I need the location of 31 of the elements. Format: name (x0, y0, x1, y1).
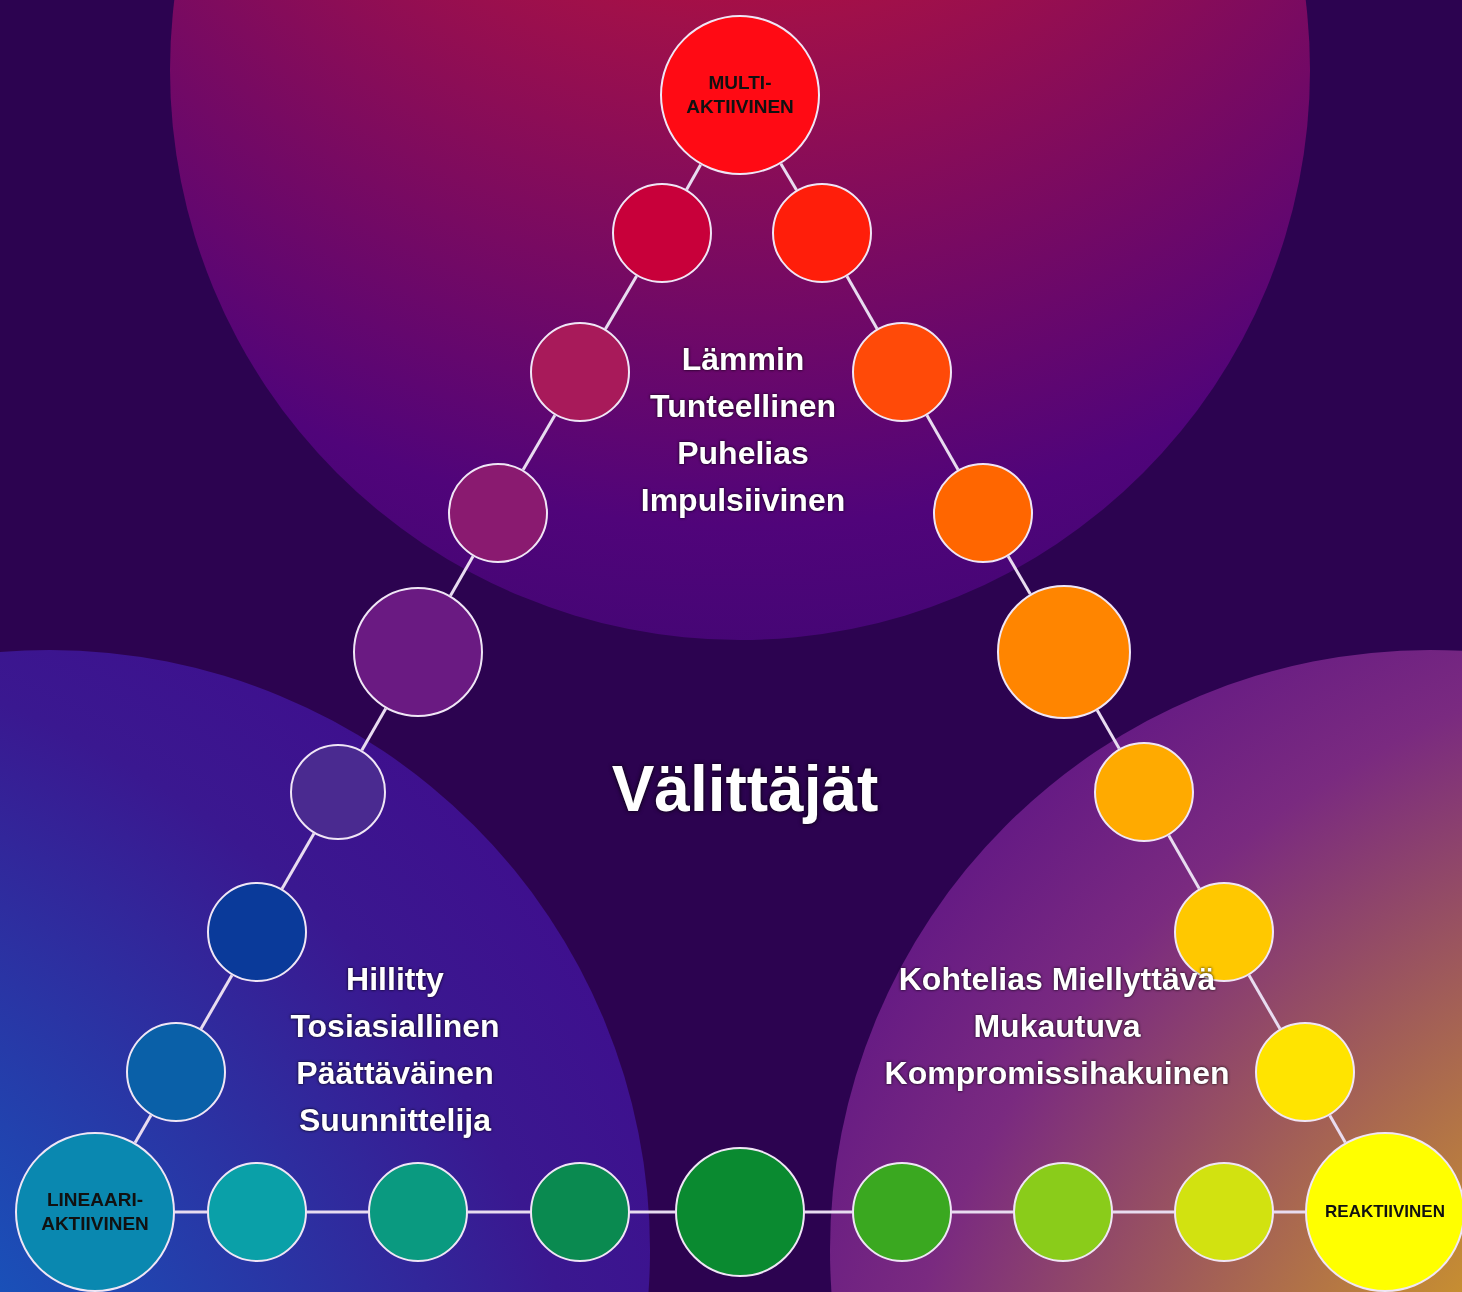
type-circle: LINEAARI- AKTIIVINEN (15, 1132, 175, 1292)
connector-line (805, 1210, 852, 1214)
connector-line (925, 414, 960, 471)
connector-line (1328, 1114, 1347, 1144)
connector-line (1095, 709, 1121, 750)
connector-line (449, 555, 475, 597)
trait-list: Kohtelias Miellyttävä Mukautuva Kompromissihakuinen (884, 956, 1230, 1097)
connector-line (280, 832, 316, 890)
connector-line (685, 163, 702, 191)
connector-line (133, 1114, 153, 1144)
connector-line (952, 1210, 1013, 1214)
connector-line (521, 414, 557, 471)
connector-line (1113, 1210, 1174, 1214)
type-circle: REAKTIIVINEN (1305, 1132, 1462, 1292)
connector-line (199, 974, 234, 1030)
connector-line (468, 1210, 530, 1214)
type-circle: MULTI- AKTIIVINEN (660, 15, 820, 175)
connector-line (630, 1210, 675, 1214)
trait-list: Lämmin Tunteellinen Puhelias Impulsiivinen (640, 336, 846, 524)
connector-line (1006, 555, 1032, 595)
connector-line (1247, 974, 1282, 1030)
connector-line (1167, 834, 1201, 890)
trait-list: Hillitty Tosiasiallinen Päättäväinen Suunnittelija (290, 956, 500, 1144)
connector-line (1274, 1210, 1305, 1214)
connector-line (307, 1210, 368, 1214)
connector-line (360, 707, 388, 752)
center-title: Välittäjät (610, 752, 880, 826)
connector-line (779, 163, 798, 191)
connector-line (845, 275, 879, 330)
connector-line (175, 1210, 207, 1214)
connector-line (604, 275, 638, 330)
